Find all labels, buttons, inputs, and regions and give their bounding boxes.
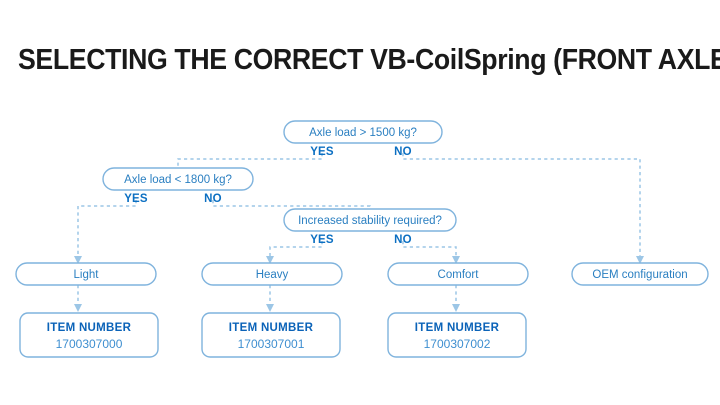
result-node-label: Heavy [256, 269, 289, 281]
result-node-shape[interactable] [201, 262, 343, 286]
branch-label-d1-yes: YES [310, 146, 334, 158]
item-number-value: 1700307002 [424, 337, 491, 351]
result-node-light[interactable]: Light [15, 262, 157, 286]
item-number-title: ITEM NUMBER [415, 322, 500, 334]
item-number-card-shape[interactable] [387, 312, 527, 358]
connector-d1-yes-to-d2 [177, 153, 323, 172]
item-number-title: ITEM NUMBER [229, 322, 314, 334]
result-node-label: OEM configuration [592, 269, 687, 281]
branch-label-d1-no: NO [394, 146, 412, 158]
result-node-label: Light [74, 269, 100, 281]
decision-node-increased-stability[interactable]: Increased stability required? [283, 208, 457, 232]
decision-node-shape[interactable] [283, 208, 457, 232]
item-number-value: 1700307000 [56, 337, 123, 351]
decision-node-label: Increased stability required? [298, 215, 442, 227]
decision-node-shape[interactable] [283, 120, 443, 144]
decision-node-label: Axle load > 1500 kg? [309, 127, 417, 139]
item-number-card-shape[interactable] [19, 312, 159, 358]
arrow-head-item1 [74, 304, 82, 312]
decision-node-axle-load-1800[interactable]: Axle load < 1800 kg? [102, 167, 254, 191]
branch-label-d2-yes: YES [124, 193, 148, 205]
decision-node-axle-load-1500[interactable]: Axle load > 1500 kg? [283, 120, 443, 144]
branch-label-d2-no: NO [204, 193, 222, 205]
branch-label-d3-no: NO [394, 234, 412, 246]
connector-d3-no-to-comfort [402, 241, 457, 256]
connector-d2-yes-to-light [77, 200, 137, 256]
decision-node-label: Axle load < 1800 kg? [124, 174, 232, 186]
arrow-head-item2 [266, 304, 274, 312]
arrow-head-heavy [266, 256, 274, 264]
arrow-head-oem [636, 256, 644, 264]
connector-d3-yes-to-heavy [269, 241, 323, 256]
connector-d1-no-to-oem [402, 153, 641, 256]
connector-d2-no-to-d3 [212, 200, 371, 212]
branch-label-d3-yes: YES [310, 234, 334, 246]
page-title: SELECTING THE CORRECT VB-CoilSpring (FRO… [18, 44, 720, 76]
item-number-value: 1700307001 [238, 337, 305, 351]
item-number-card-1700307001[interactable]: ITEM NUMBER 1700307001 [201, 312, 341, 358]
item-number-title: ITEM NUMBER [47, 322, 132, 334]
result-node-comfort[interactable]: Comfort [387, 262, 529, 286]
result-node-shape[interactable] [387, 262, 529, 286]
decision-node-shape[interactable] [102, 167, 254, 191]
arrow-head-item3 [452, 304, 460, 312]
result-node-oem-configuration[interactable]: OEM configuration [571, 262, 709, 286]
result-node-heavy[interactable]: Heavy [201, 262, 343, 286]
item-number-card-shape[interactable] [201, 312, 341, 358]
connector-group [74, 153, 644, 312]
result-node-shape[interactable] [15, 262, 157, 286]
result-node-shape[interactable] [571, 262, 709, 286]
result-node-label: Comfort [438, 269, 480, 281]
item-number-card-1700307002[interactable]: ITEM NUMBER 1700307002 [387, 312, 527, 358]
arrow-head-comfort [452, 256, 460, 264]
item-number-card-1700307000[interactable]: ITEM NUMBER 1700307000 [19, 312, 159, 358]
arrow-head-light [74, 256, 82, 264]
